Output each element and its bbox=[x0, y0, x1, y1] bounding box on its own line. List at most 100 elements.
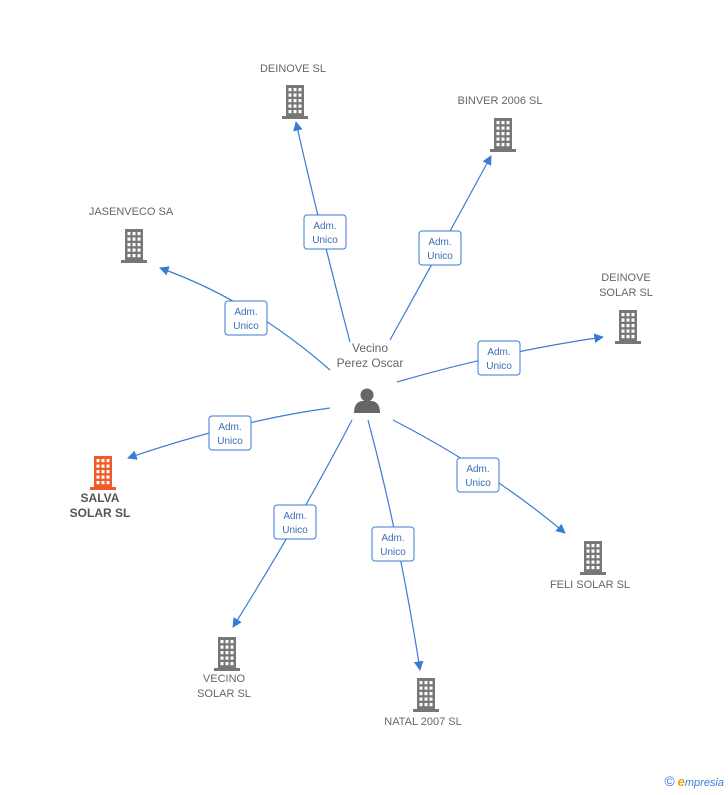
building-window bbox=[429, 703, 433, 707]
building-window bbox=[501, 137, 505, 141]
building-window bbox=[621, 318, 625, 322]
building-window bbox=[225, 640, 229, 644]
building-window bbox=[621, 313, 625, 317]
relation-badge-box bbox=[273, 504, 317, 540]
building-window bbox=[101, 470, 105, 474]
relation-badge-feli-solar-sl[interactable]: Adm.Unico bbox=[456, 457, 500, 493]
relation-badge-deinove-sl[interactable]: Adm.Unico bbox=[303, 214, 347, 250]
building-window bbox=[220, 662, 224, 666]
building-window bbox=[591, 549, 595, 553]
relation-badge-text: Adm. bbox=[428, 237, 451, 248]
building-window bbox=[591, 544, 595, 548]
building-window bbox=[293, 110, 297, 114]
relation-badge-box bbox=[418, 230, 462, 266]
building-icon-deinove-sl[interactable] bbox=[282, 85, 308, 119]
building-window bbox=[496, 132, 500, 136]
building-window bbox=[506, 137, 510, 141]
building-icon-binver-2006-sl[interactable] bbox=[490, 118, 516, 152]
building-window bbox=[225, 651, 229, 655]
building-window bbox=[96, 459, 100, 463]
relation-badge-box bbox=[477, 340, 521, 376]
building-window bbox=[293, 104, 297, 108]
building-window bbox=[506, 143, 510, 147]
company-label-deinove-sl[interactable]: DEINOVE SL bbox=[260, 63, 326, 75]
company-label-feli-solar-sl[interactable]: FELI SOLAR SL bbox=[550, 579, 630, 591]
building-window bbox=[132, 243, 136, 247]
building-window bbox=[506, 126, 510, 130]
building-window bbox=[96, 464, 100, 468]
building-window bbox=[288, 104, 292, 108]
building-window bbox=[424, 692, 428, 696]
building-window bbox=[596, 566, 600, 570]
building-icon-deinove-solar-sl[interactable] bbox=[615, 310, 641, 344]
building-window bbox=[298, 99, 302, 103]
company-name: DEINOVE bbox=[601, 272, 651, 284]
company-label-binver-2006-sl[interactable]: BINVER 2006 SL bbox=[458, 95, 543, 107]
building-window bbox=[230, 640, 234, 644]
building-window bbox=[424, 703, 428, 707]
building-base bbox=[282, 116, 308, 119]
footer-brand[interactable]: ©empresia bbox=[664, 773, 724, 789]
building-window bbox=[496, 143, 500, 147]
building-window bbox=[506, 132, 510, 136]
relation-badge-natal-2007-sl[interactable]: Adm.Unico bbox=[371, 526, 415, 562]
building-window bbox=[230, 662, 234, 666]
building-icon-jasenveco-sa[interactable] bbox=[121, 229, 147, 263]
company-name: BINVER 2006 SL bbox=[458, 95, 543, 107]
building-window bbox=[127, 243, 131, 247]
relation-badge-text: Unico bbox=[312, 235, 338, 246]
relation-badge-jasenveco-sa[interactable]: Adm.Unico bbox=[224, 300, 268, 336]
person-body bbox=[354, 401, 380, 413]
building-window bbox=[586, 549, 590, 553]
relation-badge-salva-solar-sl[interactable]: Adm.Unico bbox=[208, 415, 252, 451]
building-window bbox=[127, 237, 131, 241]
person-icon bbox=[354, 388, 380, 413]
person-name: Vecino bbox=[352, 341, 388, 355]
building-icon-natal-2007-sl[interactable] bbox=[413, 678, 439, 712]
building-window bbox=[137, 254, 141, 258]
building-window bbox=[288, 88, 292, 92]
building-window bbox=[298, 110, 302, 114]
relation-badge-text: Adm. bbox=[234, 307, 257, 318]
company-label-natal-2007-sl[interactable]: NATAL 2007 SL bbox=[384, 716, 461, 728]
building-window bbox=[596, 555, 600, 559]
company-name: FELI SOLAR SL bbox=[550, 579, 630, 591]
building-window bbox=[586, 560, 590, 564]
relation-badge-deinove-solar-sl[interactable]: Adm.Unico bbox=[477, 340, 521, 376]
building-window bbox=[621, 329, 625, 333]
building-window bbox=[591, 560, 595, 564]
building-window bbox=[631, 329, 635, 333]
relation-badge-text: Unico bbox=[380, 547, 406, 558]
building-window bbox=[419, 692, 423, 696]
building-window bbox=[106, 464, 110, 468]
building-window bbox=[132, 254, 136, 258]
relation-badge-binver-2006-sl[interactable]: Adm. Unico bbox=[418, 230, 462, 266]
company-label-jasenveco-sa[interactable]: JASENVECO SA bbox=[89, 206, 174, 218]
building-window bbox=[230, 656, 234, 660]
relation-badge-text: Unico bbox=[427, 251, 453, 262]
building-window bbox=[501, 126, 505, 130]
building-base bbox=[580, 572, 606, 575]
building-window bbox=[424, 681, 428, 685]
building-window bbox=[106, 470, 110, 474]
building-window bbox=[288, 110, 292, 114]
building-window bbox=[424, 686, 428, 690]
building-window bbox=[591, 566, 595, 570]
building-window bbox=[132, 248, 136, 252]
copyright-icon: © bbox=[664, 773, 675, 789]
building-icon-salva-solar-sl[interactable] bbox=[90, 456, 116, 490]
building-window bbox=[220, 640, 224, 644]
building-window bbox=[293, 93, 297, 97]
building-icon-vecino-solar-sl[interactable] bbox=[214, 637, 240, 671]
company-name: NATAL 2007 SL bbox=[384, 716, 461, 728]
building-icon-feli-solar-sl[interactable] bbox=[580, 541, 606, 575]
building-base bbox=[90, 487, 116, 490]
building-window bbox=[127, 254, 131, 258]
relation-badge-vecino-solar-sl[interactable]: Adm.Unico bbox=[273, 504, 317, 540]
building-window bbox=[591, 555, 595, 559]
building-window bbox=[225, 662, 229, 666]
